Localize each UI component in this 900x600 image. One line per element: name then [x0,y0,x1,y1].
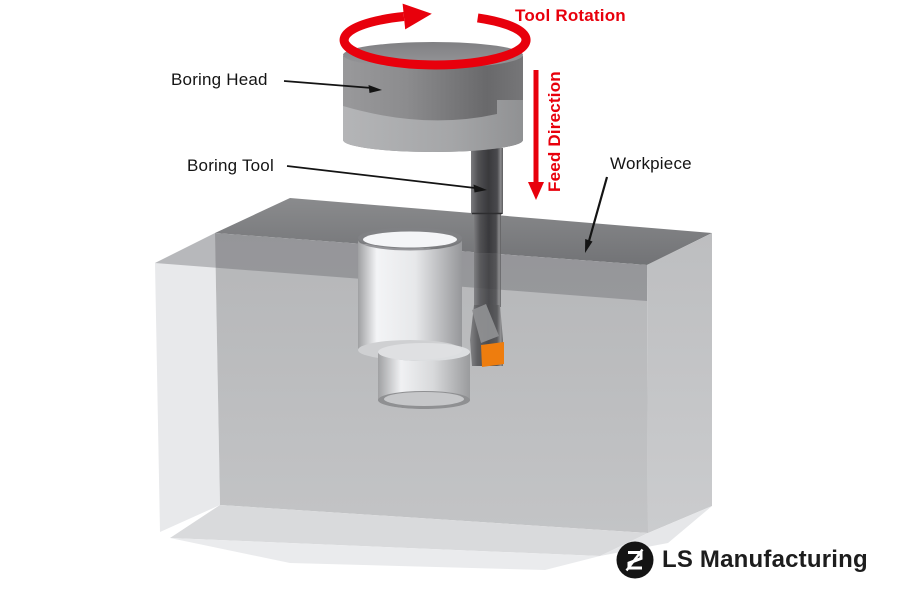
boring-bar-upper [471,148,503,253]
workpiece-bottom-shadow [170,538,600,570]
boring-bar-tip-facet [472,304,499,343]
brand-name: LS Manufacturing [662,546,868,573]
boring-head-callout-arrow [283,80,382,93]
boring-head-callout-arrowhead-icon [368,85,382,93]
bore-lower-rim [378,343,470,361]
tool-rotation-arrowhead-icon [402,3,432,30]
boring-tool-callout-arrowhead-icon [473,184,487,193]
ls-monogram-icon [616,541,654,579]
boring-head-flange [343,100,523,152]
boring-tool-callout-line [286,165,476,189]
workpiece-callout-arrowhead-icon [585,239,593,253]
workpiece-right-face [647,233,712,533]
boring-bar-shank [471,148,503,214]
label-boring-tool: Boring Tool [187,156,274,175]
bored-hole [358,227,470,409]
boring-bar-lower-shaft [474,252,501,307]
tool-rotation-arc [339,12,531,70]
feed-direction-arrow [528,70,544,200]
label-feed-direction: Feed Direction [545,71,564,193]
label-boring-head: Boring Head [171,70,268,89]
workpiece-bottom-shade [170,505,648,556]
workpiece-callout-line [587,176,609,242]
boring-head-callout-line [283,80,373,89]
workpiece-callout-arrow [585,176,609,253]
boring-bar-lower [470,252,503,366]
boring-head-body [343,42,523,152]
label-workpiece: Workpiece [610,154,692,173]
tool-rotation-arrow [339,3,531,70]
feed-direction-arrowhead-icon [528,182,544,200]
label-tool-rotation: Tool Rotation [515,6,626,25]
bore-rim-inner [363,231,457,248]
boring-bar-neck [474,214,501,253]
brand-logo: LS Manufacturing [615,540,868,580]
workpiece-left-face [155,233,220,532]
cutting-insert [481,342,504,367]
bore-upper-wall [358,240,462,358]
boring-tool-callout-arrow [286,165,487,193]
bore-bottom-floor [384,392,464,406]
